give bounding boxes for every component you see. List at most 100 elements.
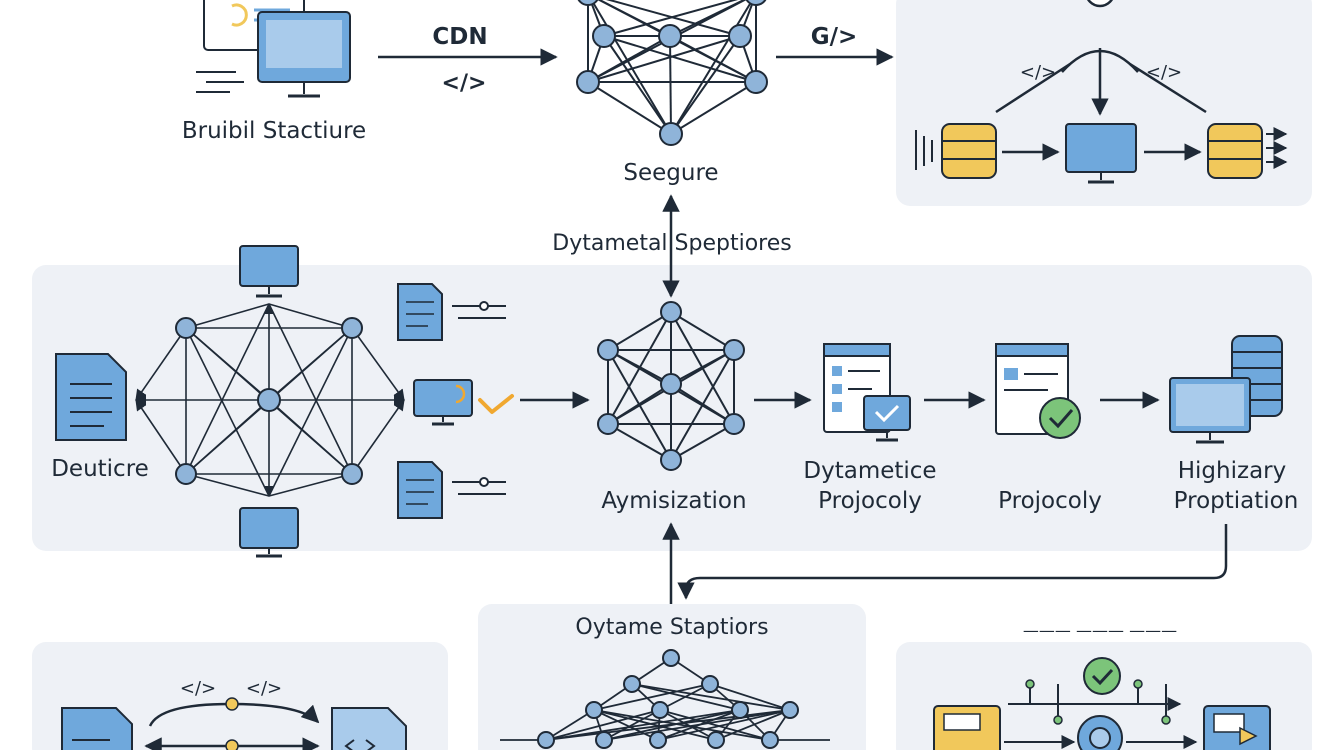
network-edge (593, 709, 771, 741)
network-node (651, 701, 669, 719)
network-node (745, 0, 767, 6)
network-edge (607, 311, 672, 351)
check-icon (995, 343, 1081, 439)
network-edge (603, 35, 672, 135)
network-edge (135, 399, 187, 475)
network-node (341, 463, 363, 485)
database-icon (915, 123, 997, 179)
network-node (744, 70, 768, 94)
network-edge (670, 311, 735, 351)
label-projocoly: Projocoly (998, 488, 1102, 514)
network-node (761, 731, 779, 749)
monitor-icon (239, 507, 299, 558)
network-edge (268, 303, 353, 475)
network-edge (669, 35, 672, 135)
document-icon (61, 707, 133, 750)
node-bl-1 (225, 697, 239, 711)
network-edge (351, 327, 405, 401)
network-node (597, 339, 619, 361)
network-edge (590, 0, 672, 135)
network-edge (603, 0, 739, 37)
label-cdn: CDN (432, 24, 487, 50)
label-code-top: </> (442, 71, 487, 96)
network-edge (603, 709, 661, 741)
network-nodes-center (597, 301, 745, 471)
document-icon (397, 283, 506, 341)
network-edge (593, 683, 711, 711)
network-edge (545, 709, 595, 741)
network-node (659, 122, 683, 146)
network-edge (185, 473, 270, 497)
network-edge (268, 303, 353, 329)
check-icon (478, 394, 514, 414)
network-nodes-bottom (537, 649, 799, 749)
network-edge (669, 35, 757, 83)
network-edge (185, 327, 270, 497)
network-node (723, 413, 745, 435)
network-node (658, 24, 682, 48)
network-edge (607, 383, 672, 425)
network-edge (545, 709, 741, 741)
network-edge (670, 35, 741, 135)
network-edge (185, 303, 270, 475)
network-edge (670, 0, 754, 135)
network-node (660, 373, 682, 395)
network-node (341, 317, 363, 339)
document-icon (823, 343, 911, 442)
network-edge (670, 81, 757, 135)
network-edge (607, 423, 672, 461)
network-edge (603, 35, 757, 83)
network-edge (605, 0, 741, 37)
network-edge (185, 303, 270, 329)
label-aymisization: Aymisization (601, 488, 746, 514)
label-code-bl-2: </> (246, 678, 282, 699)
network-node (660, 301, 682, 323)
network-edge (587, 35, 741, 83)
label-highizary: Highizary (1178, 458, 1287, 484)
network-icon (500, 657, 830, 741)
network-edge (545, 709, 661, 741)
monitor-icon (1203, 705, 1271, 750)
label-build-structure: Bruibil Stactiure (182, 118, 366, 144)
network-nodes-top (576, 0, 768, 146)
label-dytametal: Dytametal Speptiores (552, 231, 791, 256)
network-node (592, 24, 616, 48)
network-edge (659, 709, 771, 741)
network-node (728, 24, 752, 48)
network-edge (715, 709, 791, 741)
label-secure: Seegure (623, 160, 718, 186)
network-edge (657, 709, 791, 741)
label-dytametice-2: Projocoly (818, 488, 922, 514)
label-dytametice: Dytametice (803, 458, 936, 484)
node-bl-2 (225, 739, 239, 750)
network-node (649, 731, 667, 749)
label-dashes: ——— ——— ——— (1023, 621, 1177, 640)
label-code-bl-1: </> (180, 678, 216, 699)
network-node (537, 731, 555, 749)
network-edge (670, 423, 735, 461)
monitor-icon (1169, 377, 1251, 444)
network-icon (587, 0, 757, 135)
network-edge (631, 683, 791, 711)
network-node (597, 413, 619, 435)
network-edge (268, 327, 353, 497)
network-node (731, 701, 749, 719)
network-node (175, 317, 197, 339)
document-icon (397, 461, 506, 519)
label-highizary-2: Proptiation (1174, 488, 1299, 514)
network-edge (587, 35, 671, 83)
network-node (585, 701, 603, 719)
label-deuticre: Deuticre (51, 456, 149, 482)
monitor-icon (239, 245, 299, 298)
network-edge (603, 709, 791, 741)
label-code-right-2: </> (1146, 62, 1182, 83)
network-node (257, 388, 281, 412)
label-code-right-1: </> (1020, 62, 1056, 83)
network-edge (659, 683, 711, 711)
database-icon (1207, 123, 1288, 179)
network-edge (670, 383, 735, 425)
network-edge (135, 327, 187, 401)
monitor-icon (1065, 123, 1137, 184)
network-edge (659, 709, 717, 741)
